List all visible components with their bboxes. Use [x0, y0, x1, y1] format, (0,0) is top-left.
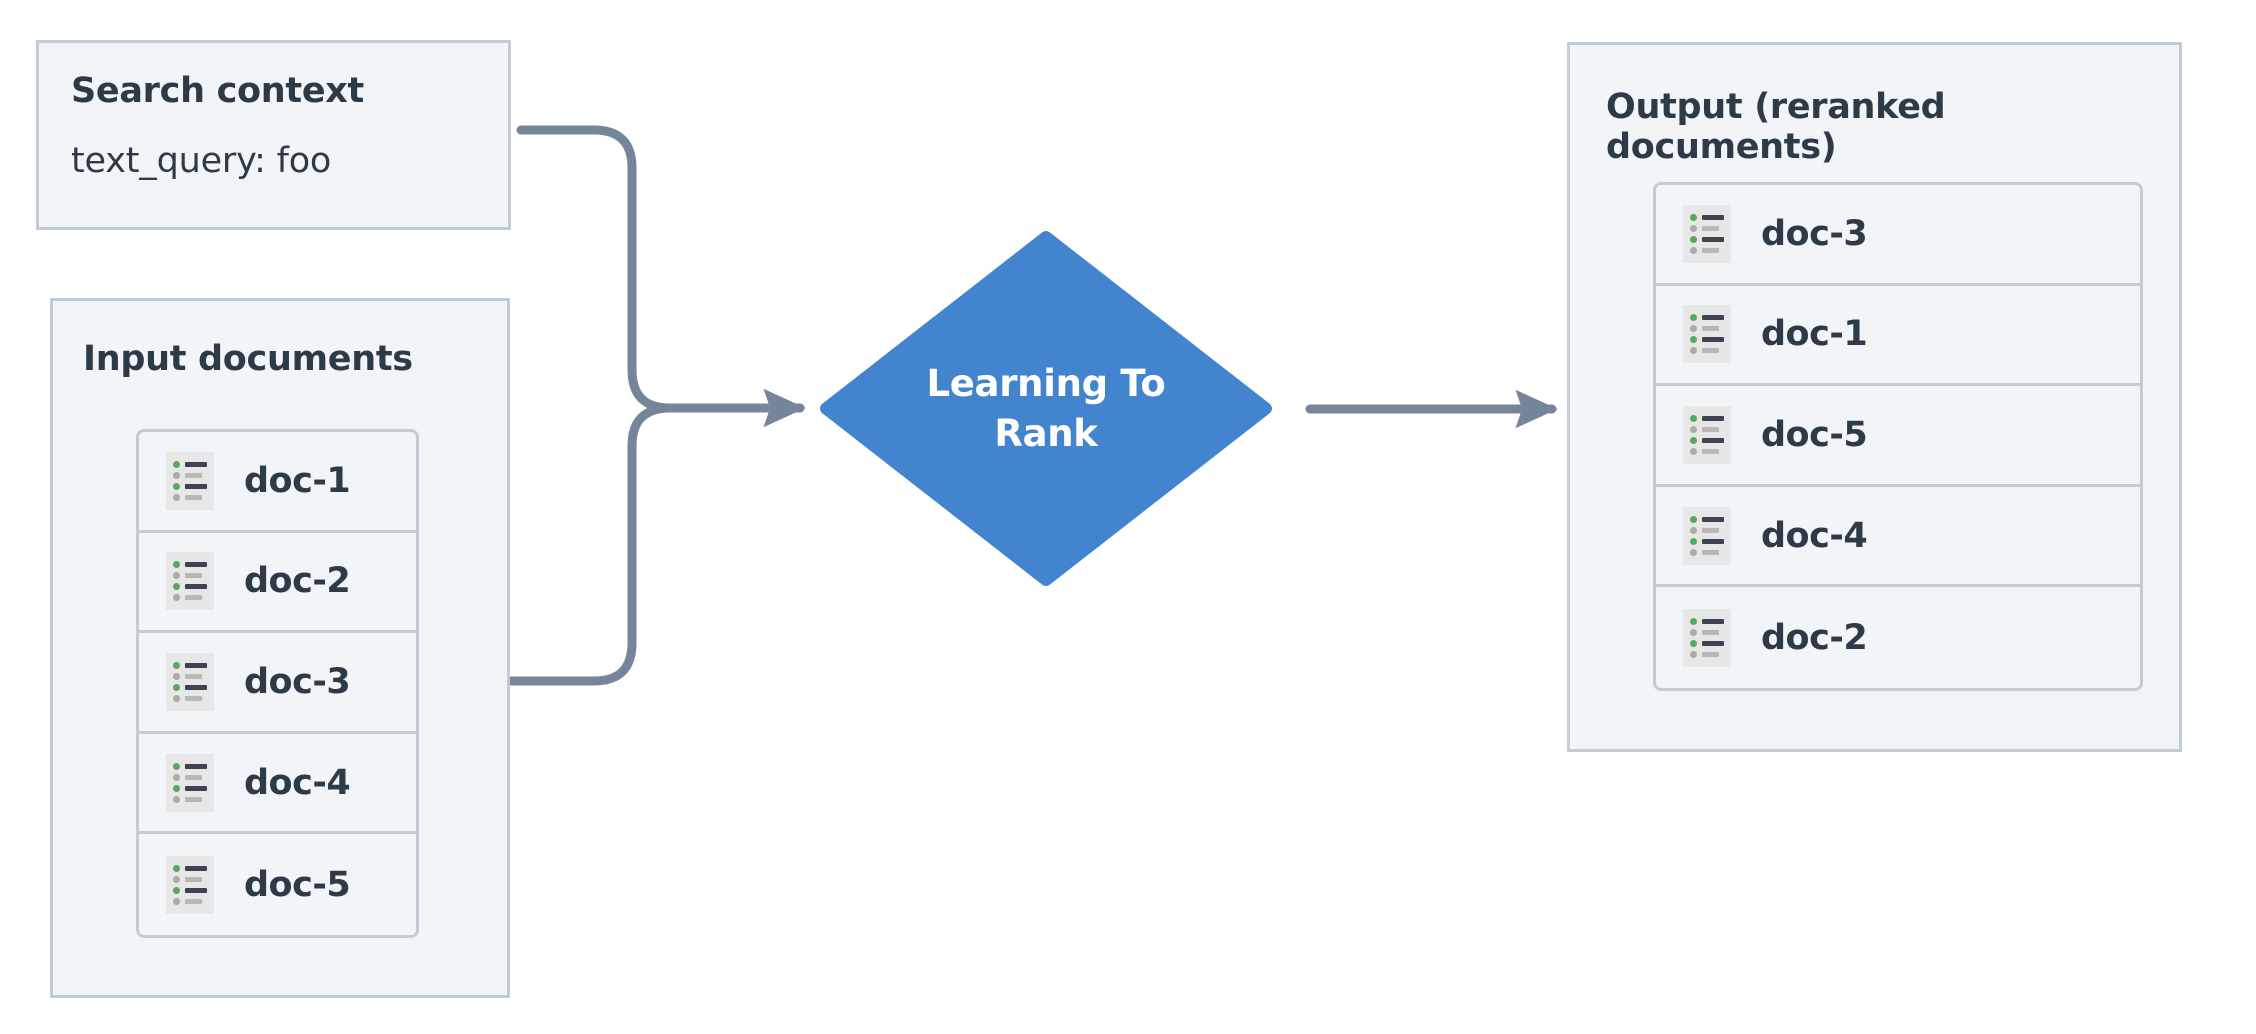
connector-search-context-to-ltr — [516, 125, 805, 413]
output-panel: Output (reranked documents) doc-3 — [1567, 42, 2182, 752]
list-item-label: doc-1 — [1761, 314, 1868, 355]
learning-to-rank-label: Learning To Rank — [926, 361, 1166, 455]
search-context-panel: Search context text_query: foo — [36, 40, 511, 230]
list-item-label: doc-4 — [244, 762, 351, 803]
document-list-icon — [1683, 405, 1731, 464]
list-item[interactable]: doc-2 — [139, 533, 416, 634]
search-context-title: Search context — [71, 71, 364, 111]
list-item[interactable]: doc-1 — [1656, 286, 2140, 387]
list-item[interactable]: doc-2 — [1656, 587, 2140, 688]
input-documents-title: Input documents — [83, 339, 413, 379]
document-list-icon — [166, 855, 214, 914]
diamond-shape — [820, 231, 1272, 586]
list-item-label: doc-2 — [244, 561, 351, 602]
output-title: Output (reranked documents) — [1606, 87, 1946, 167]
document-list-icon — [1683, 608, 1731, 667]
input-documents-panel: Input documents doc-1 doc-2 — [50, 298, 510, 998]
document-list-icon — [166, 652, 214, 711]
list-item-label: doc-1 — [244, 460, 351, 501]
list-item-label: doc-5 — [1761, 414, 1868, 455]
list-item-label: doc-2 — [1761, 617, 1868, 658]
list-item[interactable]: doc-4 — [1656, 487, 2140, 588]
list-item-label: doc-4 — [1761, 515, 1868, 556]
document-list-icon — [1683, 204, 1731, 263]
document-list-icon — [1683, 305, 1731, 364]
list-item-label: doc-3 — [244, 661, 351, 702]
list-item[interactable]: doc-1 — [139, 432, 416, 533]
list-item-label: doc-3 — [1761, 213, 1868, 254]
connector-input-documents-to-ltr — [505, 403, 805, 686]
list-item[interactable]: doc-3 — [1656, 185, 2140, 286]
input-documents-list: doc-1 doc-2 doc-3 — [136, 429, 419, 938]
document-list-icon — [1683, 506, 1731, 565]
list-item[interactable]: doc-3 — [139, 633, 416, 734]
search-context-query-text: text_query: foo — [71, 141, 332, 181]
list-item-label: doc-5 — [244, 864, 351, 905]
list-item[interactable]: doc-5 — [1656, 386, 2140, 487]
document-list-icon — [166, 552, 214, 611]
document-list-icon — [166, 451, 214, 510]
list-item[interactable]: doc-4 — [139, 734, 416, 835]
document-list-icon — [166, 753, 214, 812]
learning-to-rank-node[interactable]: Learning To Rank — [820, 231, 1272, 586]
list-item[interactable]: doc-5 — [139, 834, 416, 935]
output-documents-list: doc-3 doc-1 doc-5 — [1653, 182, 2143, 691]
